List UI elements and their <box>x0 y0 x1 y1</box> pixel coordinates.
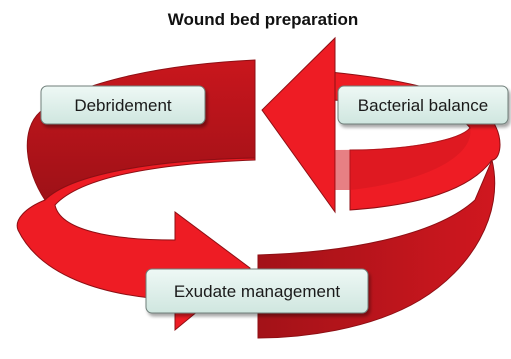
label-exudate-management-box <box>145 268 369 314</box>
label-bacterial-balance-text: Bacterial balance <box>358 96 488 115</box>
diagram-title: Wound bed preparation <box>168 10 358 29</box>
label-bacterial-balance <box>337 85 509 125</box>
label-exudate-management-text: Exudate management <box>174 282 341 301</box>
label-debridement-box <box>40 85 206 125</box>
arrowhead-left <box>261 36 336 214</box>
label-exudate-management <box>145 268 369 314</box>
label-debridement <box>40 85 206 125</box>
label-bacterial-balance-box <box>337 85 509 125</box>
arrow-bacterial-to-debridement <box>261 36 501 214</box>
label-debridement-text: Debridement <box>74 96 172 115</box>
band-top-right-shade <box>335 128 471 190</box>
band-top-left <box>26 59 256 201</box>
